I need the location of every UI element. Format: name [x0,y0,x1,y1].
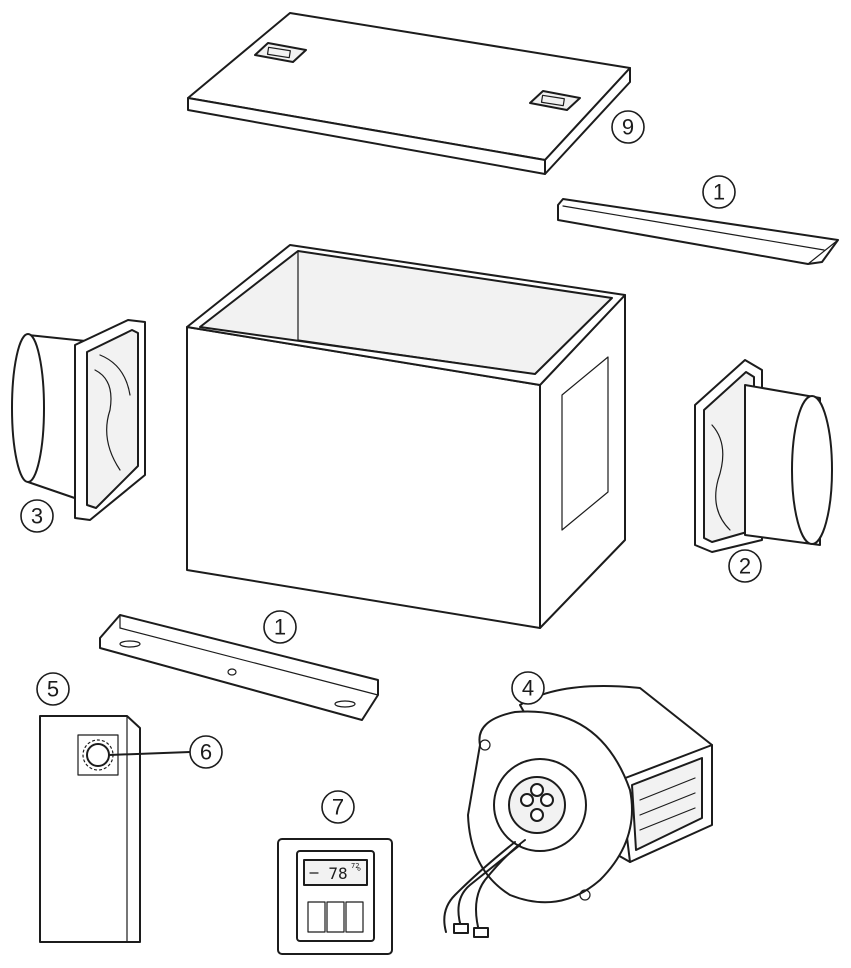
callout-blower: 4 [511,671,545,705]
cabinet-side-opening [561,356,609,531]
lid-latch-right [529,90,581,111]
blower-wires [443,839,526,938]
lid-latch-left [254,42,307,63]
callout-top-bracket: 1 [702,175,736,209]
svg-text:4: 4 [522,676,534,701]
svg-text:9: 9 [622,115,634,140]
svg-text:1: 1 [274,615,286,640]
thermostat-temp-reading: 78 [328,864,347,883]
lid-panel [187,12,631,175]
callout-right-collar: 2 [728,549,762,583]
right-duct-collar [694,359,833,553]
callout-controller: 5 [36,672,70,706]
svg-text:1: 1 [713,180,725,205]
thermostat-button-right [345,901,364,933]
blower-fan-assembly [443,685,713,938]
svg-text:7: 7 [332,795,344,820]
callout-thermostat: 7 [321,790,355,824]
svg-text:3: 3 [31,504,43,529]
callout-left-collar: 3 [20,499,54,533]
left-duct-collar [11,319,146,521]
thermostat-button-left [307,901,326,933]
svg-text:5: 5 [47,677,59,702]
controller-box [39,715,191,943]
callout-lid: 9 [611,110,645,144]
thermostat-button-middle [326,901,345,933]
svg-text:2: 2 [739,554,751,579]
bottom-mounting-bracket [99,614,379,721]
top-mounting-bracket [557,198,839,265]
cabinet-box [186,244,626,629]
callout-bottom-bracket: 1 [263,610,297,644]
callout-knob: 6 [189,735,223,769]
wall-thermostat: 78 ° 72 [277,838,393,955]
svg-text:6: 6 [200,740,212,765]
thermostat-small-readout: 72 [351,862,359,870]
thermostat-temp-unit: ° [356,867,362,878]
